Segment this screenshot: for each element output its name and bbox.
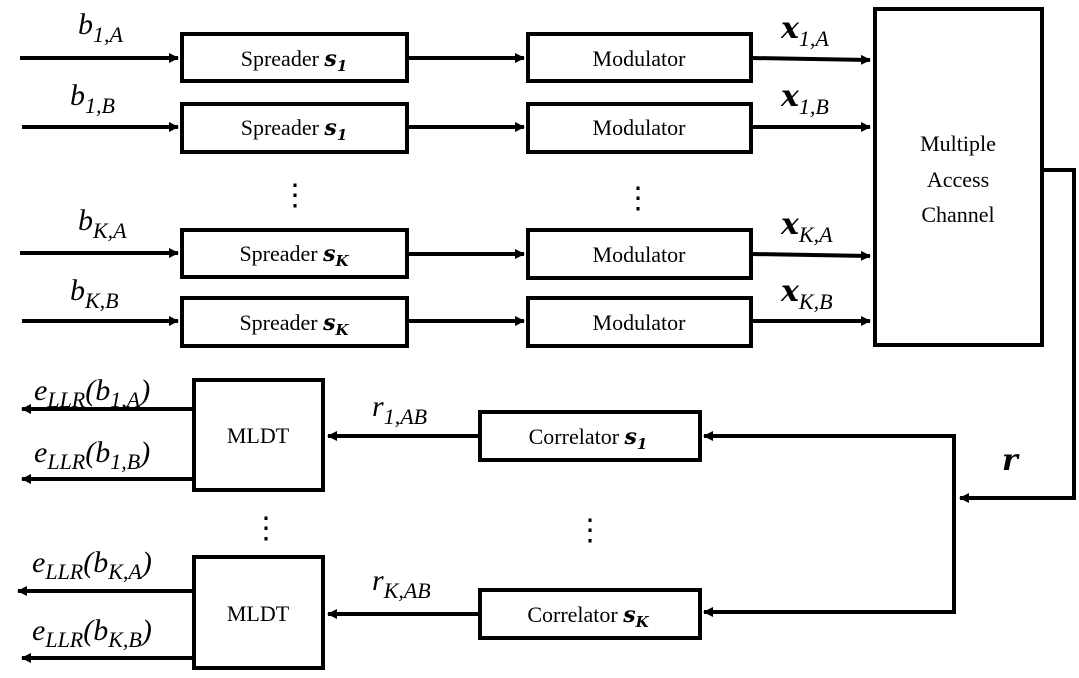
modulator-block-2: Modulator [526, 102, 753, 154]
svg-text:Modulator: Modulator [593, 46, 687, 71]
arrow-x1A [750, 54, 871, 65]
ellipsis-mldt: ⋮ [251, 512, 281, 545]
spreader-block-4: Spreader sK [180, 296, 409, 348]
svg-text:Spreader sK: Spreader sK [239, 241, 349, 270]
input-label-b1B: b1,B [70, 79, 115, 118]
spreader-block-2: Spreader s1 [180, 102, 409, 154]
svg-text:Modulator: Modulator [593, 310, 687, 335]
correlator-block-1: Correlator s1 [478, 410, 702, 462]
ellipsis-modulators: ⋮ [623, 182, 653, 215]
svg-text:Channel: Channel [921, 202, 994, 227]
spreader-block-3: Spreader sK [180, 228, 409, 279]
tx-label-x1A: x1,A [780, 11, 829, 51]
svg-text:Spreader s1: Spreader s1 [241, 46, 348, 75]
corr-output-label-rK: rK,AB [372, 564, 431, 603]
input-label-b1A: b1,A [78, 8, 124, 47]
ellipsis-correlators: ⋮ [575, 514, 605, 547]
svg-text:Correlator s1: Correlator s1 [529, 424, 648, 453]
llr-label-bKB: eLLR(bK,B) [32, 614, 152, 652]
correlator-block-K: Correlator sK [478, 588, 702, 640]
mldt-block-K: MLDT [192, 555, 325, 670]
multiple-access-channel: Multiple Access Channel [873, 7, 1044, 347]
svg-text:Multiple: Multiple [920, 131, 996, 156]
tx-label-xKA: xK,A [780, 207, 833, 247]
modulator-block-4: Modulator [526, 296, 753, 348]
svg-text:Correlator sK: Correlator sK [527, 602, 649, 631]
tx-label-x1B: x1,B [780, 79, 829, 119]
svg-text:Modulator: Modulator [593, 115, 687, 140]
svg-text:Spreader sK: Spreader sK [239, 310, 349, 339]
svg-text:MLDT: MLDT [227, 423, 290, 448]
svg-text:MLDT: MLDT [227, 601, 290, 626]
modulator-block-1: Modulator [526, 32, 753, 83]
ellipsis-spreaders: ⋮ [280, 179, 310, 212]
received-signal-label: r [1002, 443, 1020, 478]
corr-output-label-r1: r1,AB [372, 390, 427, 429]
llr-label-bKA: eLLR(bK,A) [32, 546, 152, 584]
mldt-block-1: MLDT [192, 378, 325, 492]
svg-text:Access: Access [927, 167, 989, 192]
llr-label-b1B: eLLR(b1,B) [34, 436, 150, 474]
svg-text:Modulator: Modulator [593, 242, 687, 267]
input-label-bKB: bK,B [70, 274, 119, 313]
llr-label-b1A: eLLR(b1,A) [34, 374, 150, 412]
channel-output-wire [959, 168, 1076, 503]
svg-text:Spreader s1: Spreader s1 [241, 115, 348, 144]
arrow-xKA [750, 250, 871, 261]
modulator-block-3: Modulator [526, 228, 753, 280]
input-label-bKA: bK,A [78, 204, 127, 243]
tx-label-xKB: xK,B [780, 274, 833, 314]
spreader-block-1: Spreader s1 [180, 32, 409, 83]
